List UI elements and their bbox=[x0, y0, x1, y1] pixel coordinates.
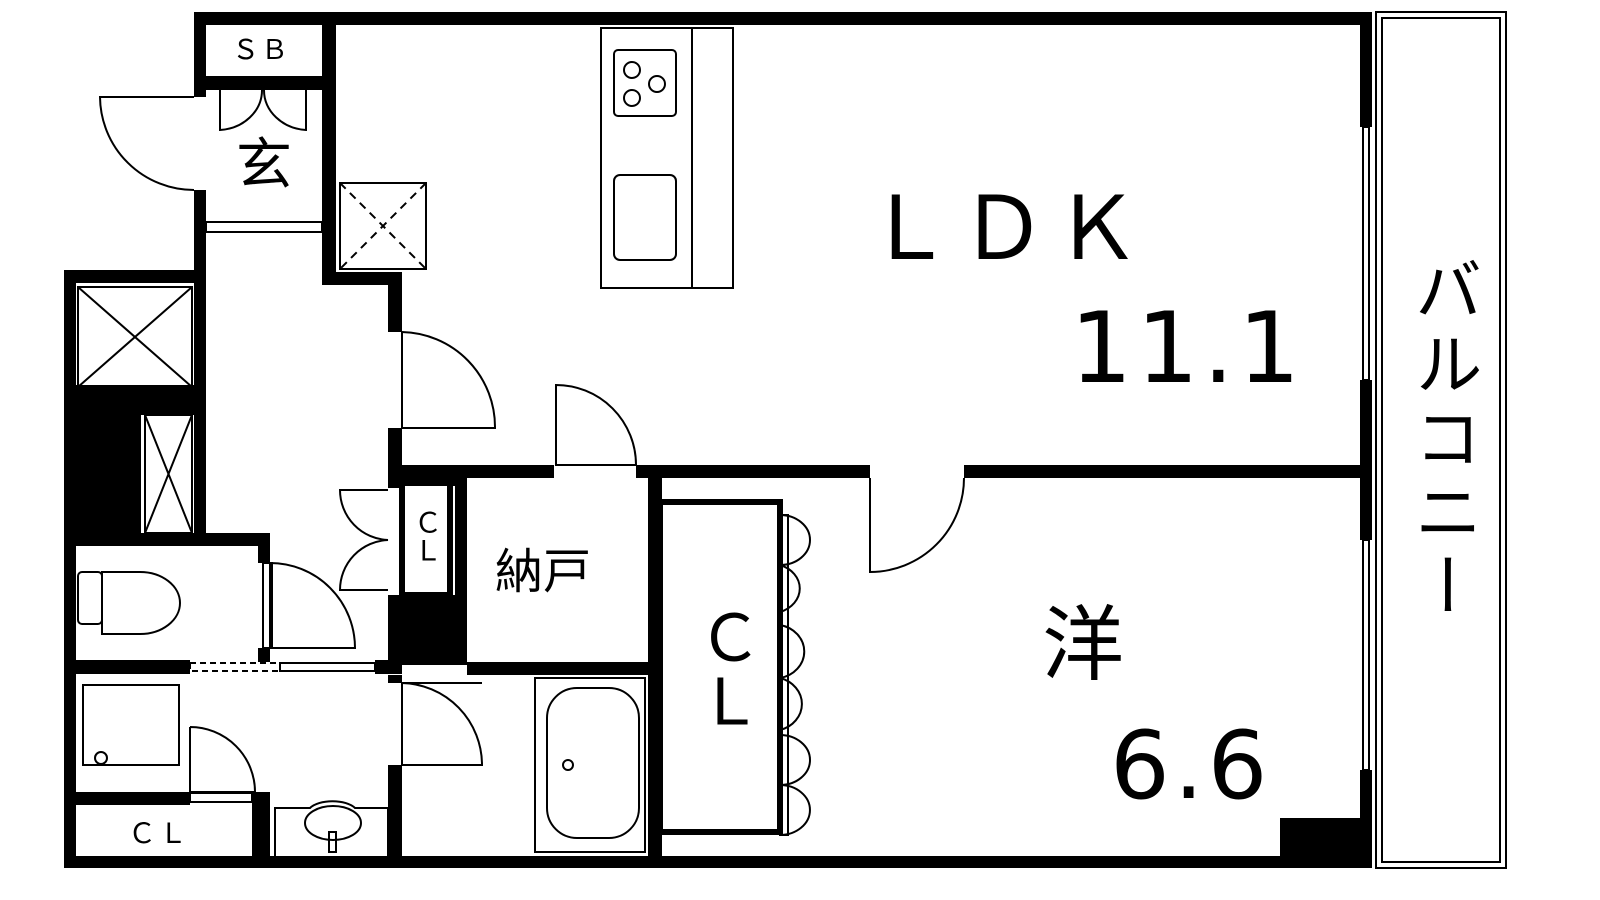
wash-basin bbox=[274, 800, 389, 856]
wash-closet-label: ＣＬ bbox=[128, 817, 191, 850]
bedroom-door bbox=[869, 477, 965, 574]
bath-door bbox=[401, 682, 484, 766]
western-room-size: 6.6 bbox=[1110, 712, 1272, 821]
balcony-outline bbox=[1375, 11, 1507, 869]
doors[interactable] bbox=[98, 89, 965, 836]
sb-doors bbox=[219, 89, 307, 132]
ldk-size: 11.1 bbox=[1070, 292, 1305, 406]
western-room-label: 洋 bbox=[1042, 598, 1125, 693]
pipe-shafts bbox=[77, 182, 427, 534]
entrance-door bbox=[98, 96, 195, 191]
hall-closet-doors bbox=[338, 489, 389, 591]
ldk-label: ＬＤＫ bbox=[865, 177, 1148, 280]
wash-closet-door bbox=[189, 726, 257, 793]
entrance-label: 玄 bbox=[236, 133, 292, 198]
interior-walls bbox=[64, 24, 1370, 856]
ldk-door bbox=[401, 331, 497, 429]
closet-folding-doors bbox=[779, 514, 811, 836]
washer-pan bbox=[82, 684, 180, 766]
bathtub bbox=[534, 677, 646, 853]
sliding-door[interactable] bbox=[189, 662, 376, 672]
bedroom-closet-label: ＣＬ bbox=[687, 605, 761, 733]
windows bbox=[1362, 126, 1370, 771]
toilet-door bbox=[269, 562, 357, 649]
storage-door bbox=[555, 383, 638, 466]
hall-closet-label: ＣＬ bbox=[410, 508, 443, 564]
storage-label: 納戸 bbox=[495, 544, 592, 600]
toilet-fixture bbox=[77, 571, 181, 635]
shoe-box-label: ＳＢ bbox=[232, 35, 290, 66]
kitchen bbox=[600, 27, 734, 289]
balcony-label: バルコニー bbox=[1402, 255, 1481, 625]
